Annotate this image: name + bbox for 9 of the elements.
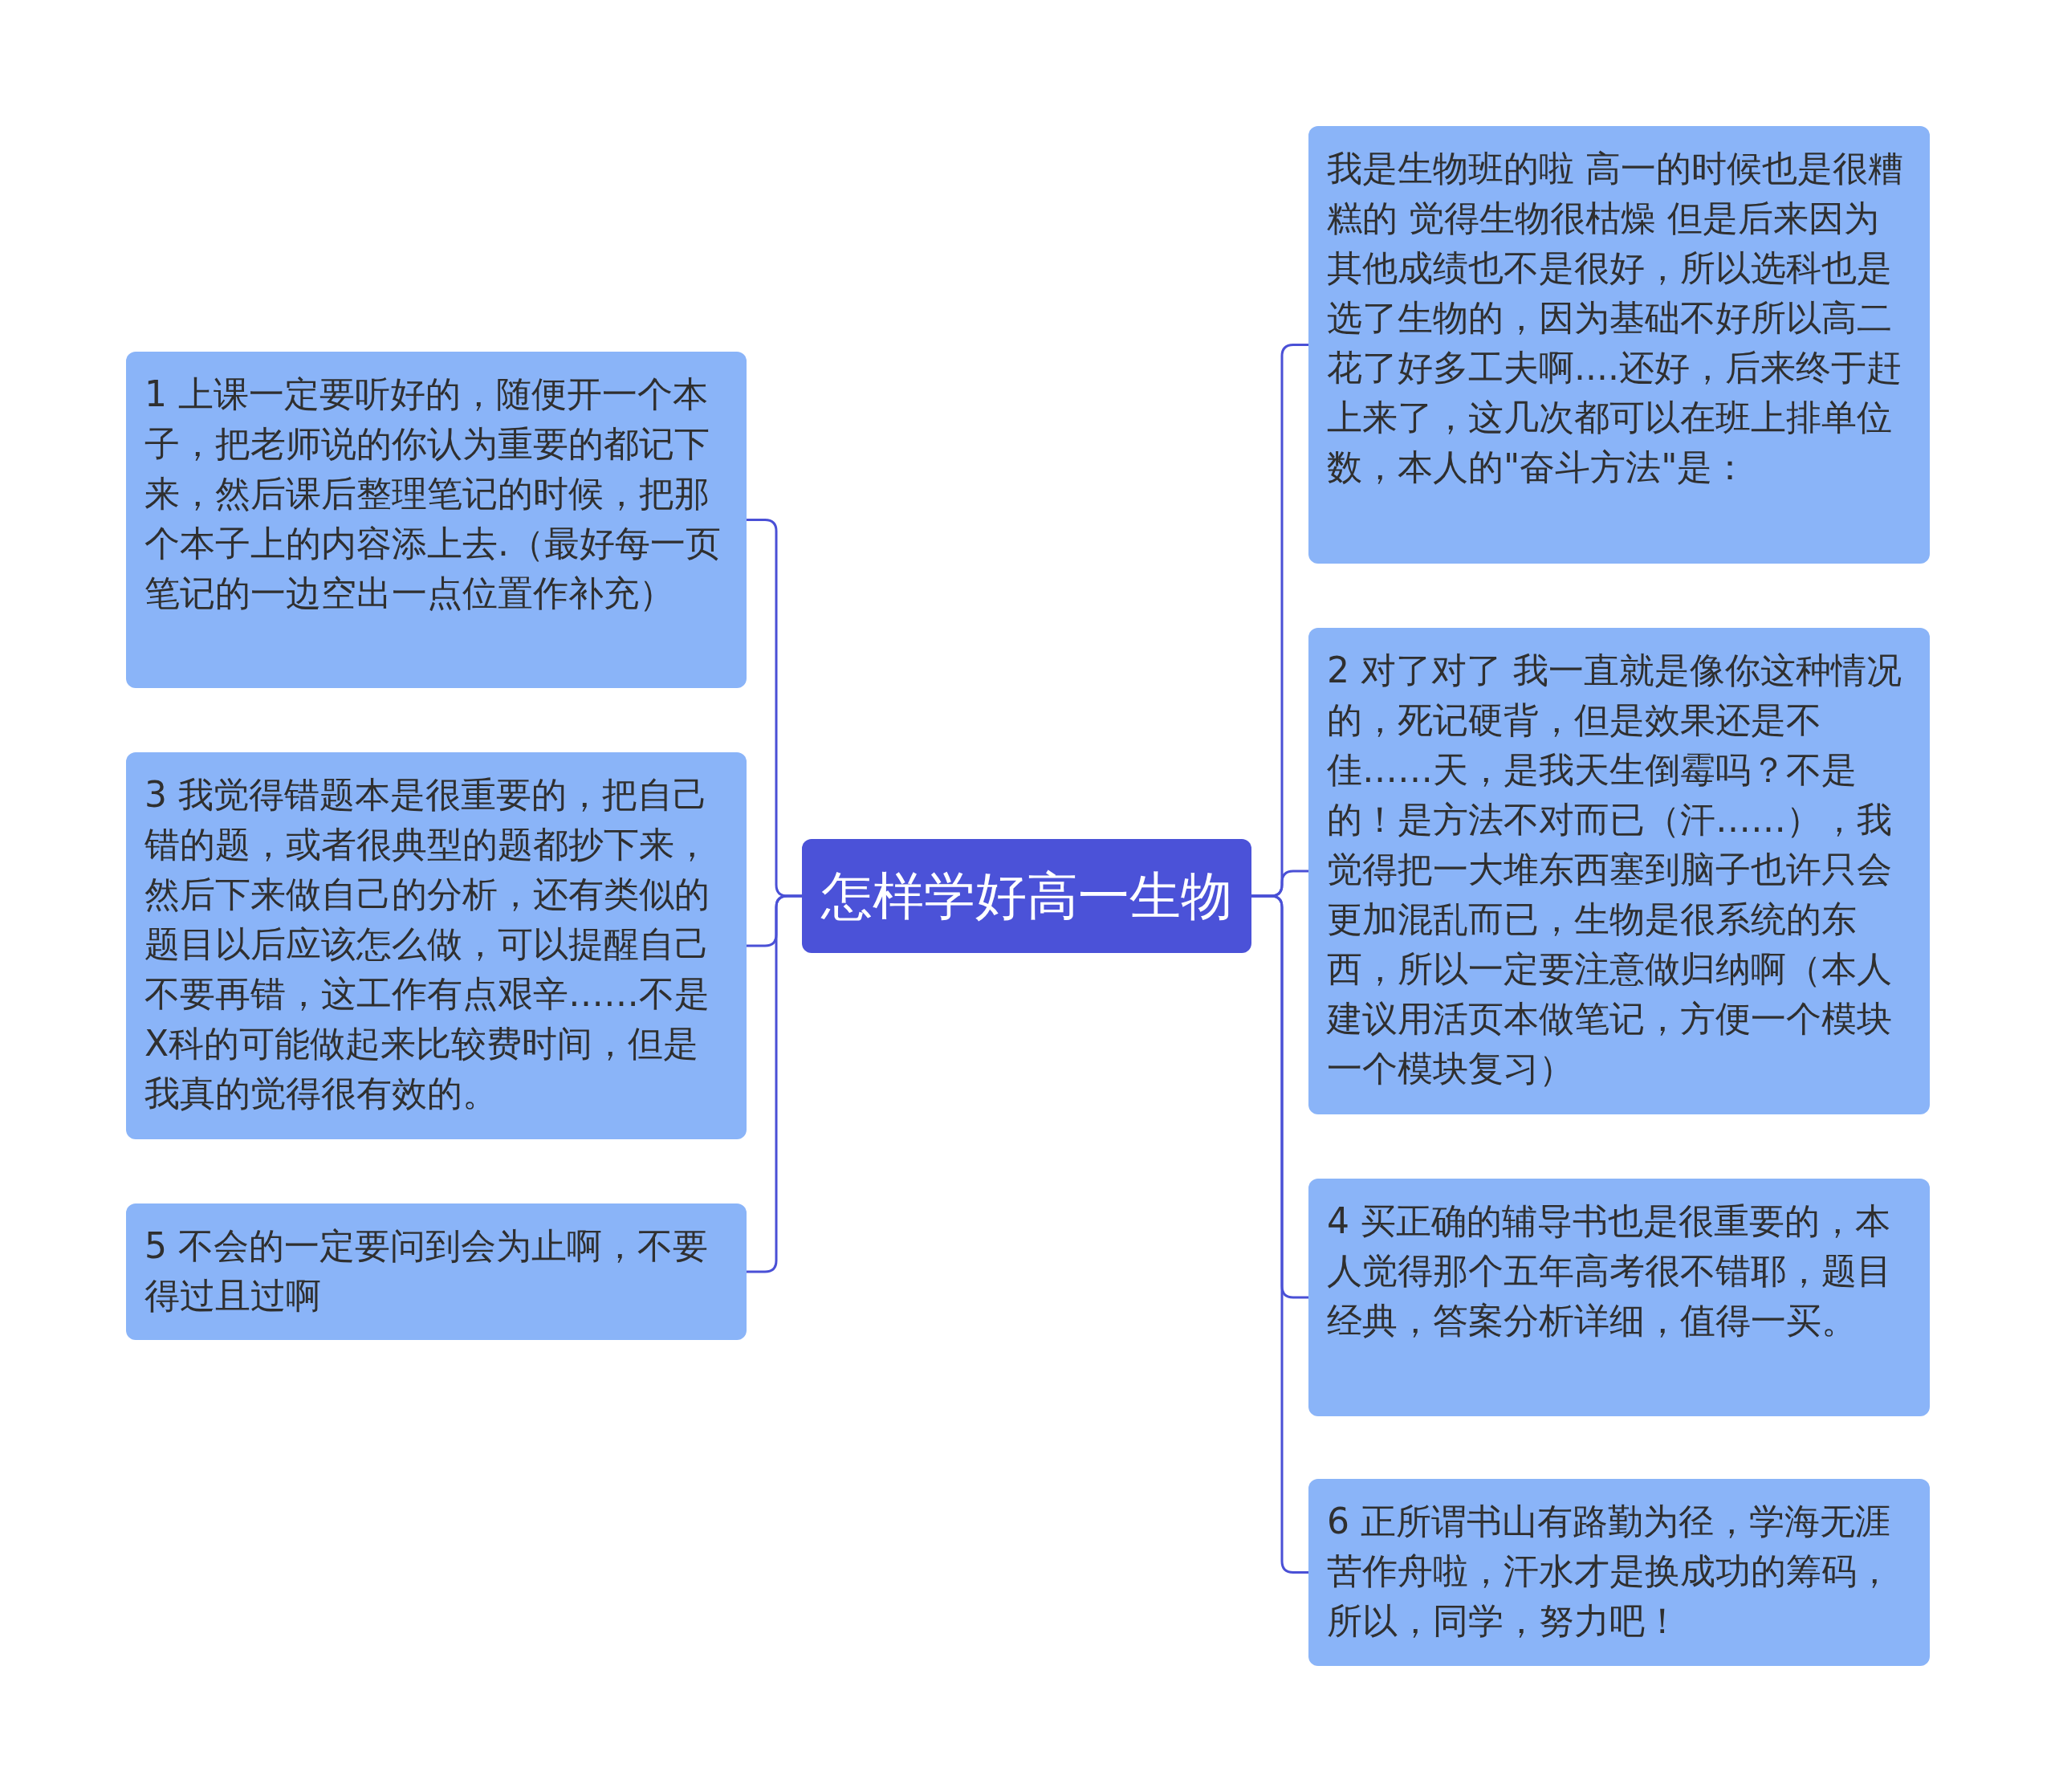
note-box: 1 上课一定要听好的，随便开一个本子，把老师说的你认为重要的都记下来，然后课后整理笔记的时候，把那个本子上的内容添上去.（最好每一页笔记的一边空出一点位置作补充）: [126, 352, 747, 688]
note-box: 6 正所谓书山有路勤为径，学海无涯苦作舟啦，汗水才是换成功的筹码，所以，同学，努力吧！: [1308, 1479, 1930, 1666]
note-box: 3 我觉得错题本是很重要的，把自己错的题，或者很典型的题都抄下来，然后下来做自己的分析，还有类似的题目以后应该怎么做，可以提醒自己不要再错，这工作有点艰辛……不是X科的可能做起来比较费时间，但是我真的觉得很有效的。: [126, 752, 747, 1139]
note-box: 2 对了对了 我一直就是像你这种情况的，死记硬背，但是效果还是不佳……天，是我天生倒霉吗？不是的！是方法不对而已（汗……），我觉得把一大堆东西塞到脑子也许只会更加混乱而已，生物是很系统的东西，所以一定要注意做归纳啊（本人建议用活页本做笔记，方便一个模块一个模块复习）: [1308, 628, 1930, 1114]
note-box: 4 买正确的辅导书也是很重要的，本人觉得那个五年高考很不错耶，题目经典，答案分析详细，值得一买。: [1308, 1179, 1930, 1416]
note-box: 我是生物班的啦 高一的时候也是很糟糕的 觉得生物很枯燥 但是后来因为其他成绩也不是很好，所以选科也是选了生物的，因为基础不好所以高二花了好多工夫啊....还好，后来终于赶上来了，这几次都可以在班上排单位数，本人的"奋斗方法"是：: [1308, 126, 1930, 564]
topic-box: 怎样学好高一生物: [802, 839, 1251, 953]
connector-line: [747, 894, 802, 1273]
note-box: 5 不会的一定要问到会为止啊，不要得过且过啊: [126, 1203, 747, 1340]
